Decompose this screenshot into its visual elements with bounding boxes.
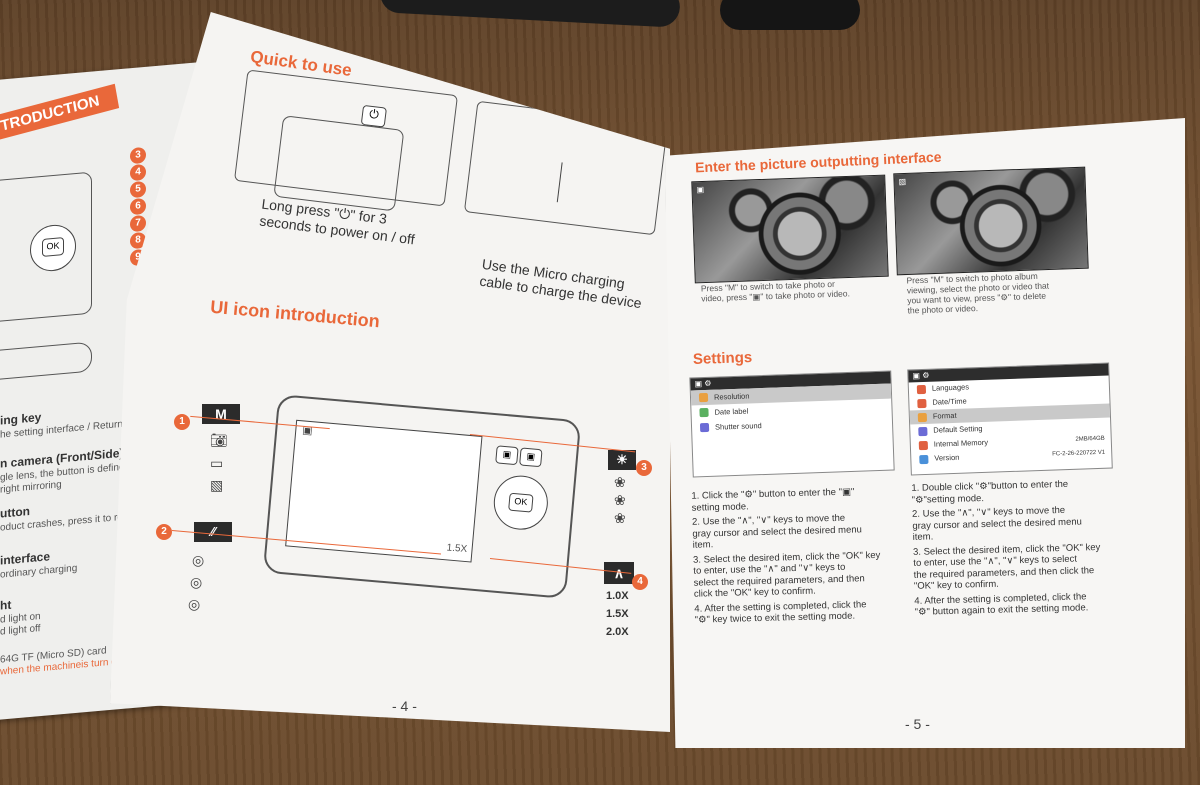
charging-illustration (463, 100, 669, 236)
light-level-icon-3: ❀ (614, 510, 626, 526)
power-icon: ⏻ (360, 104, 387, 128)
device-screen-drawing: ▣ 1.5X (285, 419, 483, 563)
page-number-5: - 5 - (905, 716, 930, 732)
item-title-3: utton (0, 504, 30, 521)
light-icon: ☀ (608, 450, 636, 470)
settings-title: Settings (692, 348, 753, 369)
item-title-5: ht (0, 597, 12, 613)
device-front-outline: ▣ 1.5X ▣ ▣ OK (262, 394, 582, 599)
zoom-level-1: 1.0X (606, 590, 629, 602)
callout-2: 2 (156, 524, 172, 540)
camera-icon: ▣ (696, 184, 705, 195)
callout-6: 6 (130, 197, 146, 216)
callout-3: 3 (636, 460, 652, 476)
video-icon: ▭ (210, 455, 224, 471)
charge-instruction: Use the Micro charging cable to charge t… (478, 256, 645, 312)
camera-settings-menu: ▣ ⚙ Resolution Date label Shutter sound (689, 370, 895, 478)
control-dial-front: OK (491, 473, 551, 532)
picture-output-title: Enter the picture outputting interface (694, 148, 942, 176)
charging-cable-drawing (556, 162, 563, 203)
photo-caption-2: video, press " (701, 291, 753, 304)
album-caption-5: the photo or video. (907, 303, 979, 316)
device-bottom-outline (0, 341, 92, 382)
system-settings-steps: 1. Double click "⚙"button to enter the "… (911, 477, 1136, 618)
image-icon: ▧ (210, 477, 224, 493)
photo-mode-image: ▣ (691, 174, 889, 284)
camera-icon: ▣ (694, 379, 703, 389)
album-mode-caption: Press "M" to switch to photo album viewi… (906, 269, 1107, 316)
ok-button-front: OK (508, 492, 534, 513)
page-number-4: - 4 - (392, 698, 417, 714)
camera-button-drawing: ▣ (495, 445, 519, 466)
ui-icon-title: UI icon introduction (209, 296, 381, 332)
light-level-icon-2: ❀ (614, 492, 626, 508)
callout-7: 7 (130, 214, 146, 233)
camera-icon: ▣ (912, 371, 921, 381)
item-desc-5b: d light off (0, 623, 41, 638)
callout-1: 1 (174, 414, 190, 430)
page-5: Enter the picture outputting interface ▣… (665, 118, 1185, 748)
image-icon: ▧ (898, 176, 907, 187)
screen-zoom-label: 1.5X (446, 542, 468, 556)
introduction-heading: TRODUCTION (0, 83, 120, 144)
rotate-icon-1: ◎ (192, 552, 205, 568)
camera-settings-steps: 1. Click the "⚙" button to enter the "▣"… (691, 485, 904, 626)
settings-icon: ⚙ (704, 378, 712, 389)
callout-3: 3 (130, 146, 146, 165)
power-illustration: ⏻ (233, 69, 459, 212)
callout-5: 5 (130, 180, 146, 199)
settings-icon: ⚙ (922, 370, 930, 381)
photo-caption-3: " to take photo or video. (760, 288, 851, 302)
zoom-level-2: 1.5X (606, 608, 629, 620)
page-4: Quick to use ⏻ Long press "⏻" for 3 seco… (110, 12, 670, 732)
light-off-button-label: ∕∕ (194, 522, 232, 542)
ok-button-drawing: OK (42, 237, 64, 257)
arrow-up-icon: ∧ (604, 562, 634, 584)
album-mode-image: ▧ (893, 166, 1089, 276)
rotate-icon-3: ◎ (188, 596, 201, 612)
zoom-level-3: 2.0X (606, 626, 629, 638)
item-title-1: ing key (0, 410, 42, 428)
system-settings-menu: ▣ ⚙ Languages Date/Time Format Default S… (907, 362, 1113, 476)
light-level-icon-1: ❀ (614, 474, 626, 490)
camera-button-drawing-2: ▣ (519, 447, 543, 468)
callout-4: 4 (632, 574, 648, 590)
black-cable-coil (720, 0, 860, 30)
device-top-outline (273, 115, 405, 212)
album-caption-4: " to delete (1007, 290, 1047, 302)
rotate-icon-2: ◎ (190, 574, 203, 590)
camera-icon: 📷︎ (210, 432, 228, 448)
callout-4: 4 (130, 163, 146, 182)
